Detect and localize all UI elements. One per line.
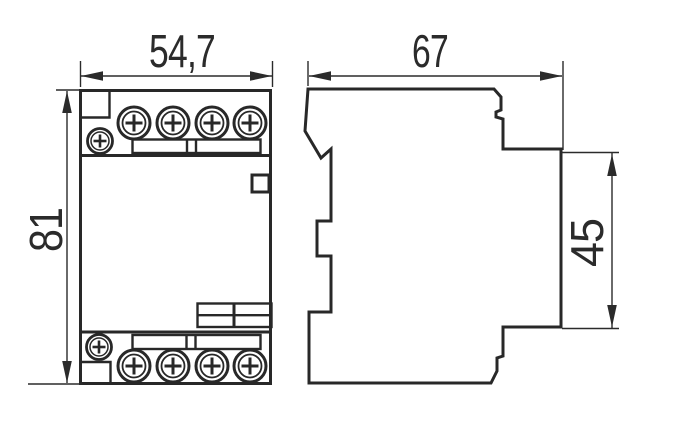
dimension-width: 54,7 [79, 25, 274, 87]
dimension-width-value: 54,7 [149, 25, 215, 77]
indicator-window [250, 173, 271, 194]
terminal-screw [116, 348, 152, 384]
terminal-screw [155, 348, 191, 384]
marking-table [196, 302, 273, 329]
bottom-left-notch [79, 360, 112, 384]
terminal-screw [232, 105, 268, 141]
top-terminal-screws [86, 105, 268, 155]
dimension-rail-height: 45 [561, 151, 619, 330]
dimension-depth-value: 67 [412, 25, 448, 77]
terminal-screw [155, 105, 191, 141]
arrowhead-top [62, 91, 72, 113]
terminal-screw [232, 348, 268, 384]
arrowhead-right [250, 71, 272, 81]
top-terminal-cover [131, 138, 262, 155]
terminal-screw [116, 105, 152, 141]
arrowhead-left [81, 71, 103, 81]
auxiliary-screw [85, 333, 113, 361]
auxiliary-screw [86, 127, 114, 155]
arrowhead-bottom [62, 361, 72, 383]
front-view [79, 89, 273, 385]
dimension-height-value: 81 [20, 208, 72, 252]
arrowhead-bottom [607, 305, 617, 327]
front-body-outline [79, 89, 272, 385]
top-left-notch [79, 90, 111, 119]
side-view [303, 87, 563, 385]
dimension-height: 81 [20, 89, 83, 385]
bottom-terminal-screws [85, 333, 268, 384]
arrowhead-top [607, 154, 617, 176]
dimension-depth: 67 [307, 25, 564, 150]
terminal-screw [194, 348, 230, 384]
side-profile-outline [303, 87, 563, 385]
bottom-terminal-cover [131, 333, 262, 351]
dimension-rail-height-value: 45 [561, 219, 613, 267]
arrowhead-left [309, 71, 331, 81]
terminal-screw [194, 105, 230, 141]
arrowhead-right [540, 71, 562, 81]
